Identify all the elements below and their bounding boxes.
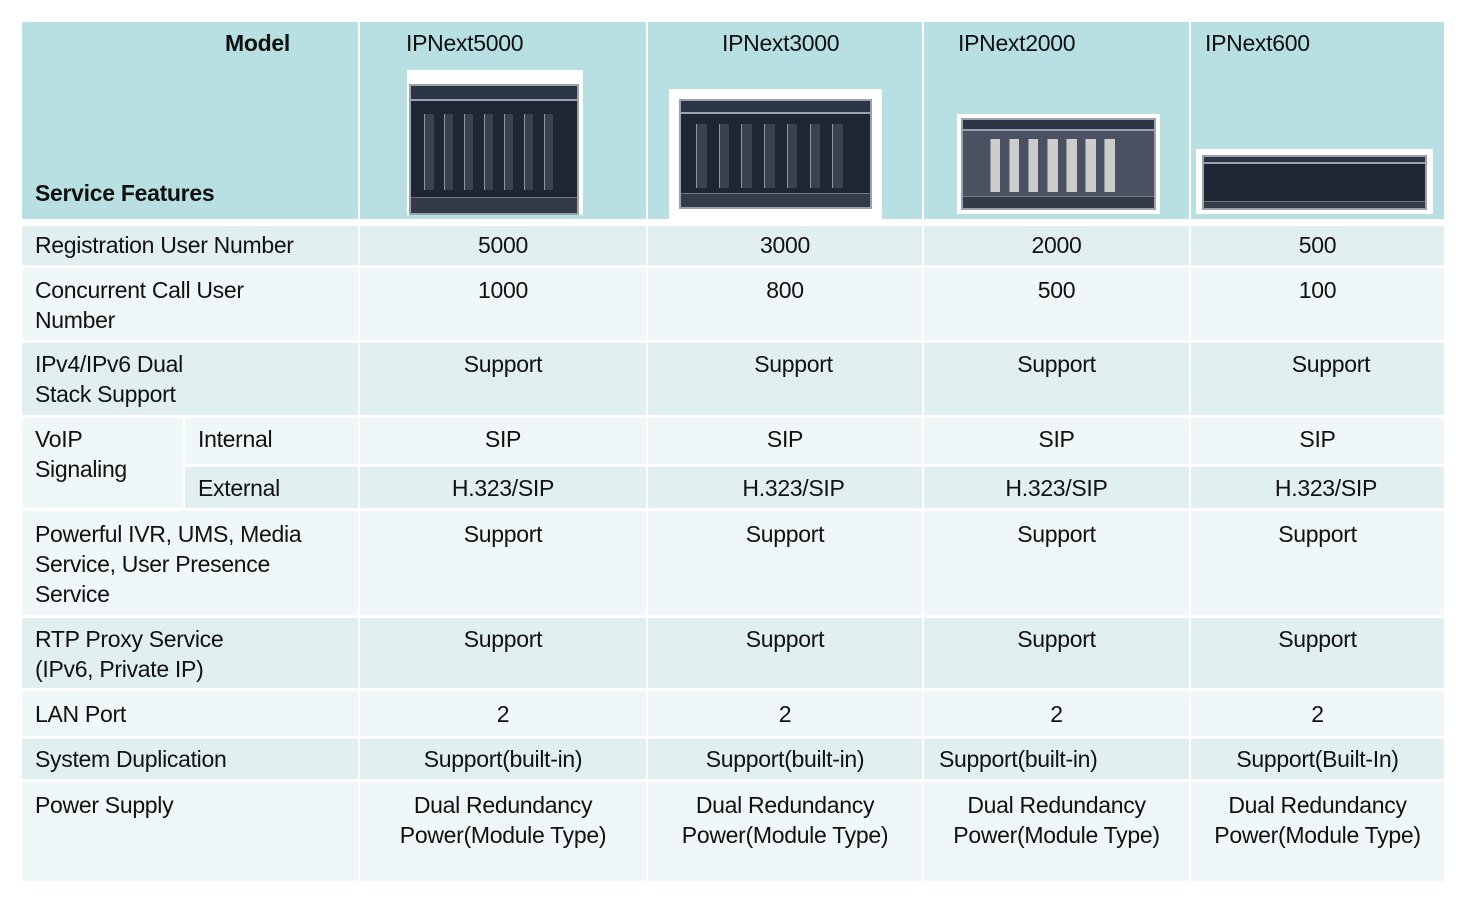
sub-label: Internal [185, 418, 358, 464]
model-name: IPNext600 [1205, 30, 1310, 56]
cell: H.323/SIP [924, 467, 1189, 508]
cell: Support [360, 618, 646, 688]
cell: Support [924, 618, 1189, 688]
cell: Dual Redundancy Power(Module Type) [648, 782, 922, 881]
cell: 1000 [360, 268, 646, 340]
cell: Support [648, 511, 922, 615]
cell: 2 [1191, 691, 1444, 736]
cell: H.323/SIP [648, 467, 922, 508]
cell: 2 [648, 691, 922, 736]
cell: 100 [1191, 268, 1444, 340]
cell: Dual Redundancy Power(Module Type) [924, 782, 1189, 881]
cell: SIP [924, 418, 1189, 464]
cell: Support(built-in) [924, 739, 1189, 779]
ipnext2000-image [957, 114, 1160, 214]
row-label: LAN Port [22, 691, 358, 736]
ipnext600-image [1196, 149, 1433, 214]
cell: SIP [360, 418, 646, 464]
model-label: Model [225, 30, 290, 56]
cell: Dual Redundancy Power(Module Type) [360, 782, 646, 881]
cell: H.323/SIP [360, 467, 646, 508]
service-features-label: Service Features [35, 180, 215, 206]
cell: Support [360, 343, 646, 415]
row-label: VoIP Signaling [22, 418, 183, 508]
row-label: Power Supply [22, 782, 358, 881]
cell: 500 [1191, 226, 1444, 265]
cell: 2 [924, 691, 1189, 736]
cell: Support [648, 343, 922, 415]
ipnext5000-image [407, 70, 583, 215]
header-feature-cell: Model Service Features [22, 22, 358, 219]
cell: SIP [1191, 418, 1444, 464]
cell: Support [924, 511, 1189, 615]
cell: Dual Redundancy Power(Module Type) [1191, 782, 1444, 881]
cell: Support(Built-In) [1191, 739, 1444, 779]
model-name: IPNext3000 [722, 30, 840, 56]
cell: 800 [648, 268, 922, 340]
row-label: System Duplication [22, 739, 358, 779]
cell: 3000 [648, 226, 922, 265]
cell: 2 [360, 691, 646, 736]
cell: Support [360, 511, 646, 615]
cell: 500 [924, 268, 1189, 340]
cell: Support [1191, 511, 1444, 615]
cell: Support(built-in) [648, 739, 922, 779]
cell: 2000 [924, 226, 1189, 265]
model-name: IPNext2000 [958, 30, 1076, 56]
row-label: Concurrent Call User Number [22, 268, 358, 340]
row-label: Registration User Number [22, 226, 358, 265]
cell: 5000 [360, 226, 646, 265]
cell: Support(built-in) [360, 739, 646, 779]
model-name: IPNext5000 [406, 30, 524, 56]
cell: Support [648, 618, 922, 688]
cell: SIP [648, 418, 922, 464]
row-label: RTP Proxy Service (IPv6, Private IP) [22, 618, 358, 688]
row-label: Powerful IVR, UMS, Media Service, User P… [22, 511, 358, 615]
row-label: IPv4/IPv6 Dual Stack Support [22, 343, 358, 415]
cell: Support [924, 343, 1189, 415]
cell: Support [1191, 618, 1444, 688]
cell: H.323/SIP [1191, 467, 1444, 508]
cell: Support [1191, 343, 1444, 415]
sub-label: External [185, 467, 358, 508]
ipnext3000-image [669, 89, 882, 219]
